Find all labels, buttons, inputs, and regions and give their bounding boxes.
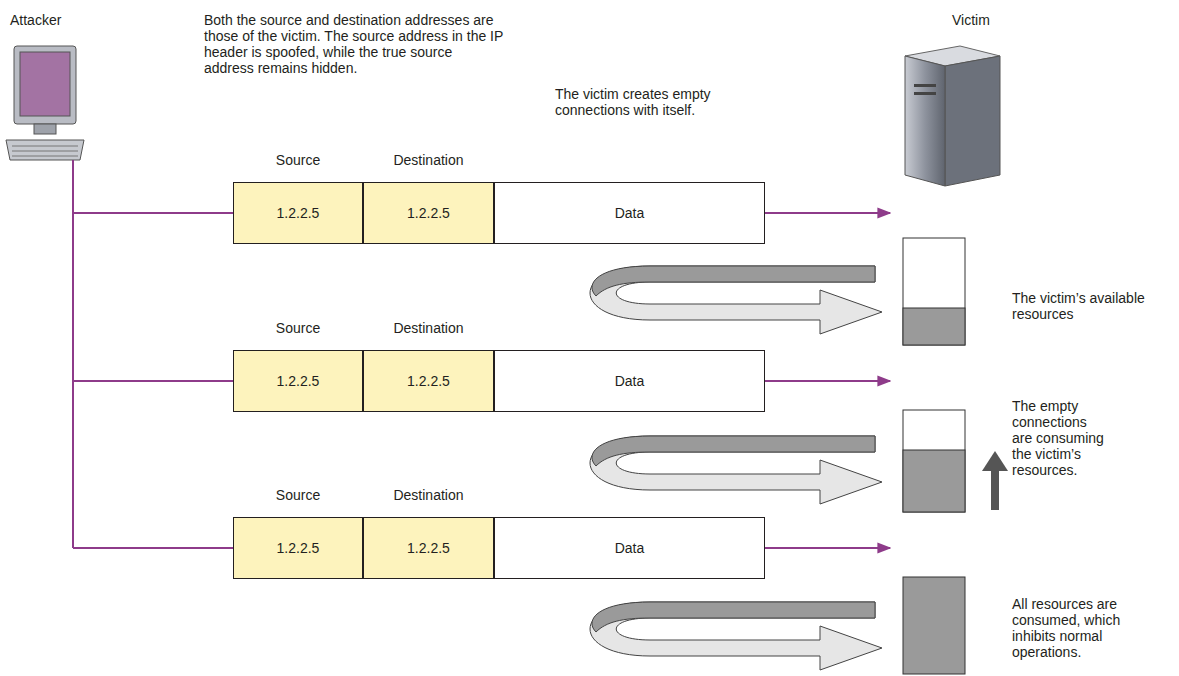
data-field: Data — [494, 350, 765, 412]
ip-address: 1.2.2.5 — [277, 540, 320, 556]
server-icon — [905, 46, 1000, 186]
field-heading: Source — [234, 152, 362, 168]
source-field: Source1.2.2.5 — [233, 350, 363, 412]
resource-bar — [903, 238, 965, 674]
bar-note: The empty connections are consuming the … — [1012, 398, 1108, 478]
source-field: Source1.2.2.5 — [233, 517, 363, 579]
increase-arrow — [982, 451, 1008, 510]
note: Both the source and destination addresse… — [204, 12, 504, 76]
source-field: Source1.2.2.5 — [233, 182, 363, 244]
field-heading: Source — [234, 487, 362, 503]
field-heading: Destination — [364, 152, 493, 168]
attack-wire — [73, 160, 233, 548]
ip-address: 1.2.2.5 — [277, 205, 320, 221]
ip-address: 1.2.2.5 — [407, 540, 450, 556]
field-heading: Destination — [364, 320, 493, 336]
role-label: Attacker — [10, 12, 100, 28]
data-field: Data — [494, 182, 765, 244]
payload-label: Data — [615, 205, 645, 221]
data-field: Data — [494, 517, 765, 579]
field-heading: Destination — [364, 487, 493, 503]
payload-label: Data — [615, 540, 645, 556]
role-label: Victim — [952, 12, 1042, 28]
bar-note: All resources are consumed, which inhibi… — [1012, 596, 1162, 660]
ip-address: 1.2.2.5 — [407, 205, 450, 221]
destination-field: Destination1.2.2.5 — [363, 350, 494, 412]
field-heading: Source — [234, 320, 362, 336]
bar-note: The victim’s available resources — [1012, 290, 1172, 322]
ip-address: 1.2.2.5 — [407, 373, 450, 389]
loop-arrow — [590, 266, 882, 670]
computer-icon — [6, 46, 84, 160]
destination-field: Destination1.2.2.5 — [363, 517, 494, 579]
payload-label: Data — [615, 373, 645, 389]
note: The victim creates empty connections wit… — [555, 86, 770, 118]
ip-address: 1.2.2.5 — [277, 373, 320, 389]
destination-field: Destination1.2.2.5 — [363, 182, 494, 244]
